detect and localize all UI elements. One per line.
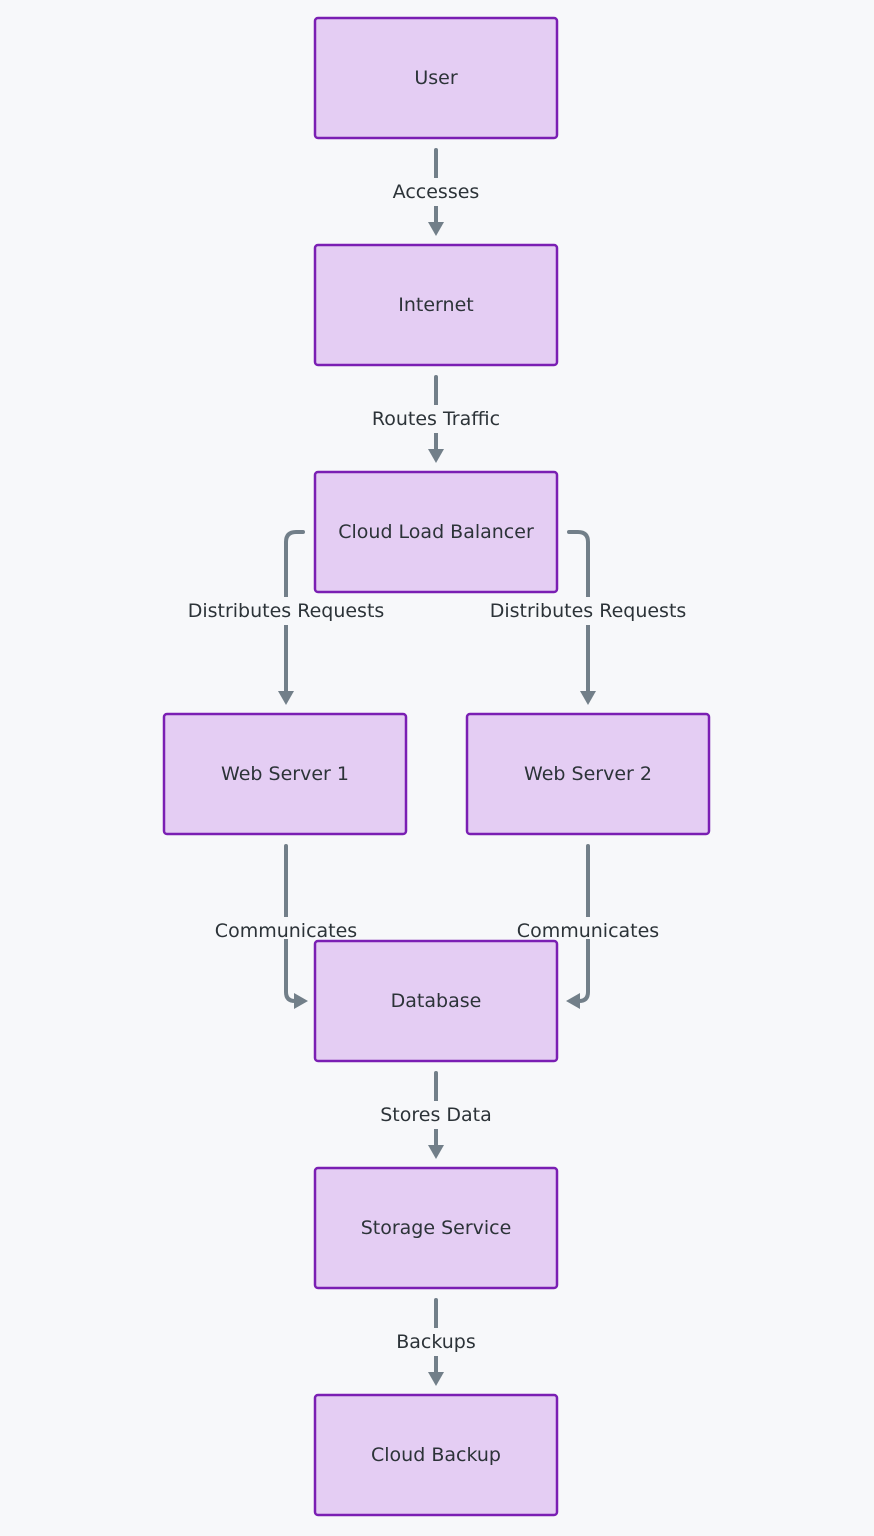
edge-web1-db	[284, 844, 308, 1009]
edge-labels: Accesses Routes Traffic Distributes Requ…	[180, 178, 694, 1356]
edge-label-routes-traffic: Routes Traffic	[364, 405, 508, 433]
edge-label-accesses: Accesses	[388, 178, 484, 206]
node-web-server-2[interactable]: Web Server 2	[465, 712, 711, 836]
edge-label-communicates-2: Communicates	[512, 917, 662, 942]
node-storage-service-label: Storage Service	[361, 1217, 512, 1239]
node-storage-service[interactable]: Storage Service	[313, 1166, 559, 1290]
node-cloud-backup-label: Cloud Backup	[371, 1444, 501, 1466]
svg-text:Communicates: Communicates	[215, 920, 357, 942]
svg-text:Communicates: Communicates	[517, 920, 659, 942]
node-user[interactable]: User	[313, 16, 559, 140]
svg-text:Distributes Requests: Distributes Requests	[490, 600, 687, 622]
edge-label-stores-data: Stores Data	[376, 1101, 496, 1129]
node-internet-label: Internet	[398, 294, 473, 316]
svg-text:Stores Data: Stores Data	[380, 1104, 492, 1126]
node-user-label: User	[414, 67, 457, 89]
edge-label-distributes-requests-2: Distributes Requests	[482, 597, 694, 625]
edge-lb-web1	[278, 530, 305, 705]
edge-lb-web2	[567, 530, 596, 705]
edge-web2-db	[566, 844, 590, 1009]
node-load-balancer-label: Cloud Load Balancer	[338, 521, 534, 543]
node-cloud-backup[interactable]: Cloud Backup	[313, 1393, 559, 1517]
node-web-server-1-label: Web Server 1	[221, 763, 349, 785]
node-internet[interactable]: Internet	[313, 243, 559, 367]
node-database[interactable]: Database	[313, 939, 559, 1063]
node-database-label: Database	[391, 990, 482, 1012]
edge-label-communicates-1: Communicates	[210, 917, 360, 942]
svg-text:Routes Traffic: Routes Traffic	[372, 408, 500, 430]
svg-text:Accesses: Accesses	[393, 181, 480, 203]
nodes: User Internet Cloud Load Balancer Web Se…	[162, 16, 711, 1517]
node-web-server-2-label: Web Server 2	[524, 763, 652, 785]
edge-label-distributes-requests-1: Distributes Requests	[180, 597, 392, 625]
svg-text:Backups: Backups	[396, 1331, 476, 1353]
edge-label-backups: Backups	[392, 1328, 480, 1356]
node-load-balancer[interactable]: Cloud Load Balancer	[313, 470, 559, 594]
svg-text:Distributes Requests: Distributes Requests	[188, 600, 385, 622]
node-web-server-1[interactable]: Web Server 1	[162, 712, 408, 836]
